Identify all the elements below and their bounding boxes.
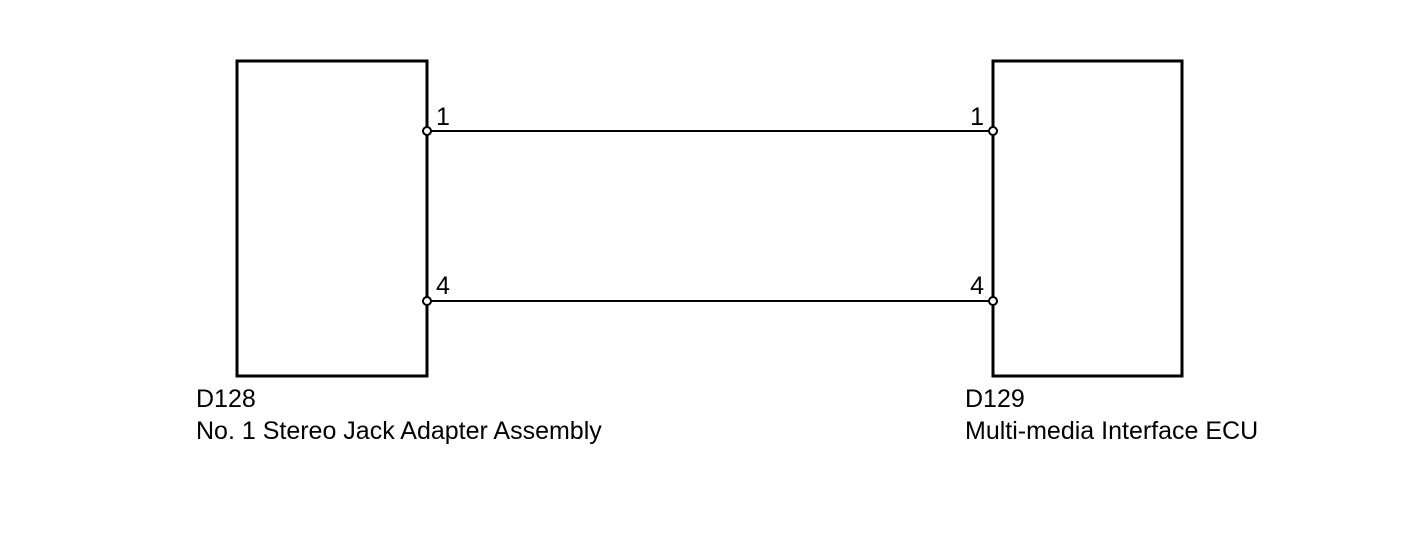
- component-name-d128: No. 1 Stereo Jack Adapter Assembly: [196, 417, 602, 445]
- component-name-d129: Multi-media Interface ECU: [965, 417, 1258, 445]
- terminal-d128-pin-4: [422, 296, 432, 306]
- pin-label-d129-4: 4: [970, 272, 984, 300]
- pin-label-d128-1: 1: [436, 103, 450, 131]
- component-box-d128: [235, 59, 429, 378]
- terminal-d129-pin-1: [988, 126, 998, 136]
- pin-label-d128-4: 4: [436, 272, 450, 300]
- component-box-d129: [991, 59, 1184, 378]
- terminal-d128-pin-1: [422, 126, 432, 136]
- terminal-d129-pin-4: [988, 296, 998, 306]
- component-code-d129: D129: [965, 385, 1025, 413]
- pin-label-d129-1: 1: [970, 103, 984, 131]
- component-code-d128: D128: [196, 385, 256, 413]
